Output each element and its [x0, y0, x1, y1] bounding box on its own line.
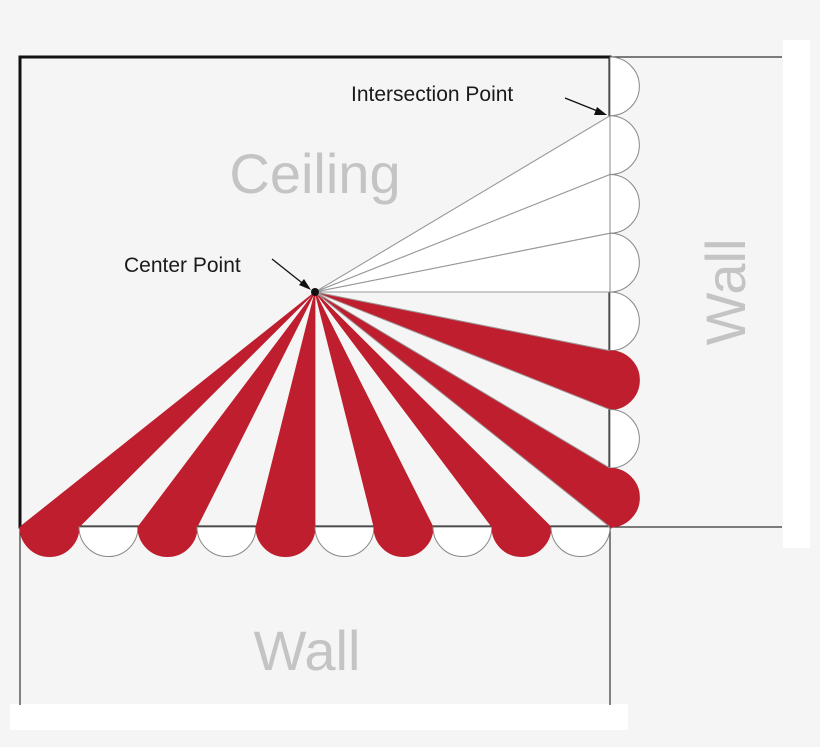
right-white-panel: [783, 40, 810, 548]
scallop-right: [609, 350, 640, 411]
scallop-right: [609, 232, 640, 293]
center-point-arrow: [271, 258, 307, 287]
bottom-wall-label: Wall: [254, 619, 361, 682]
scallop-right: [609, 173, 640, 234]
scallop-right: [609, 467, 640, 528]
stripe-fan: [18, 114, 611, 528]
scallop-bottom: [78, 526, 139, 557]
guide-ray: [314, 291, 611, 469]
scallop-bottom: [491, 526, 552, 557]
scallop-bottom: [19, 526, 80, 557]
scallop-bottom: [196, 526, 257, 557]
scallop-bottom: [432, 526, 493, 557]
scallop-bottom: [550, 526, 611, 557]
scallop-bottom: [137, 526, 198, 557]
intersection-point-arrowhead: [594, 107, 607, 115]
guide-ray: [314, 232, 611, 293]
guide-ray: [314, 291, 611, 528]
intersection-point-arrow: [564, 97, 601, 113]
center-point-label: Center Point: [124, 254, 241, 277]
scallop-right: [609, 291, 640, 352]
bottom-white-panel: [10, 704, 628, 730]
scallop-right: [609, 408, 640, 469]
scallop-right: [609, 56, 640, 117]
guide-ray: [314, 115, 611, 293]
scallop-border: [19, 56, 640, 557]
center-point-arrowhead: [299, 279, 311, 290]
intersection-point-label: Intersection Point: [351, 83, 513, 106]
scallop-bottom: [373, 526, 434, 557]
guide-ray: [314, 174, 611, 293]
scallop-right: [609, 115, 640, 176]
ceiling-label: Ceiling: [229, 142, 400, 205]
scallop-bottom: [255, 526, 316, 557]
center-point-dot: [311, 288, 319, 296]
guide-ray: [314, 291, 611, 410]
guide-ray: [314, 291, 611, 352]
right-wall-label: Wall: [694, 239, 757, 346]
scallop-bottom: [314, 526, 375, 557]
